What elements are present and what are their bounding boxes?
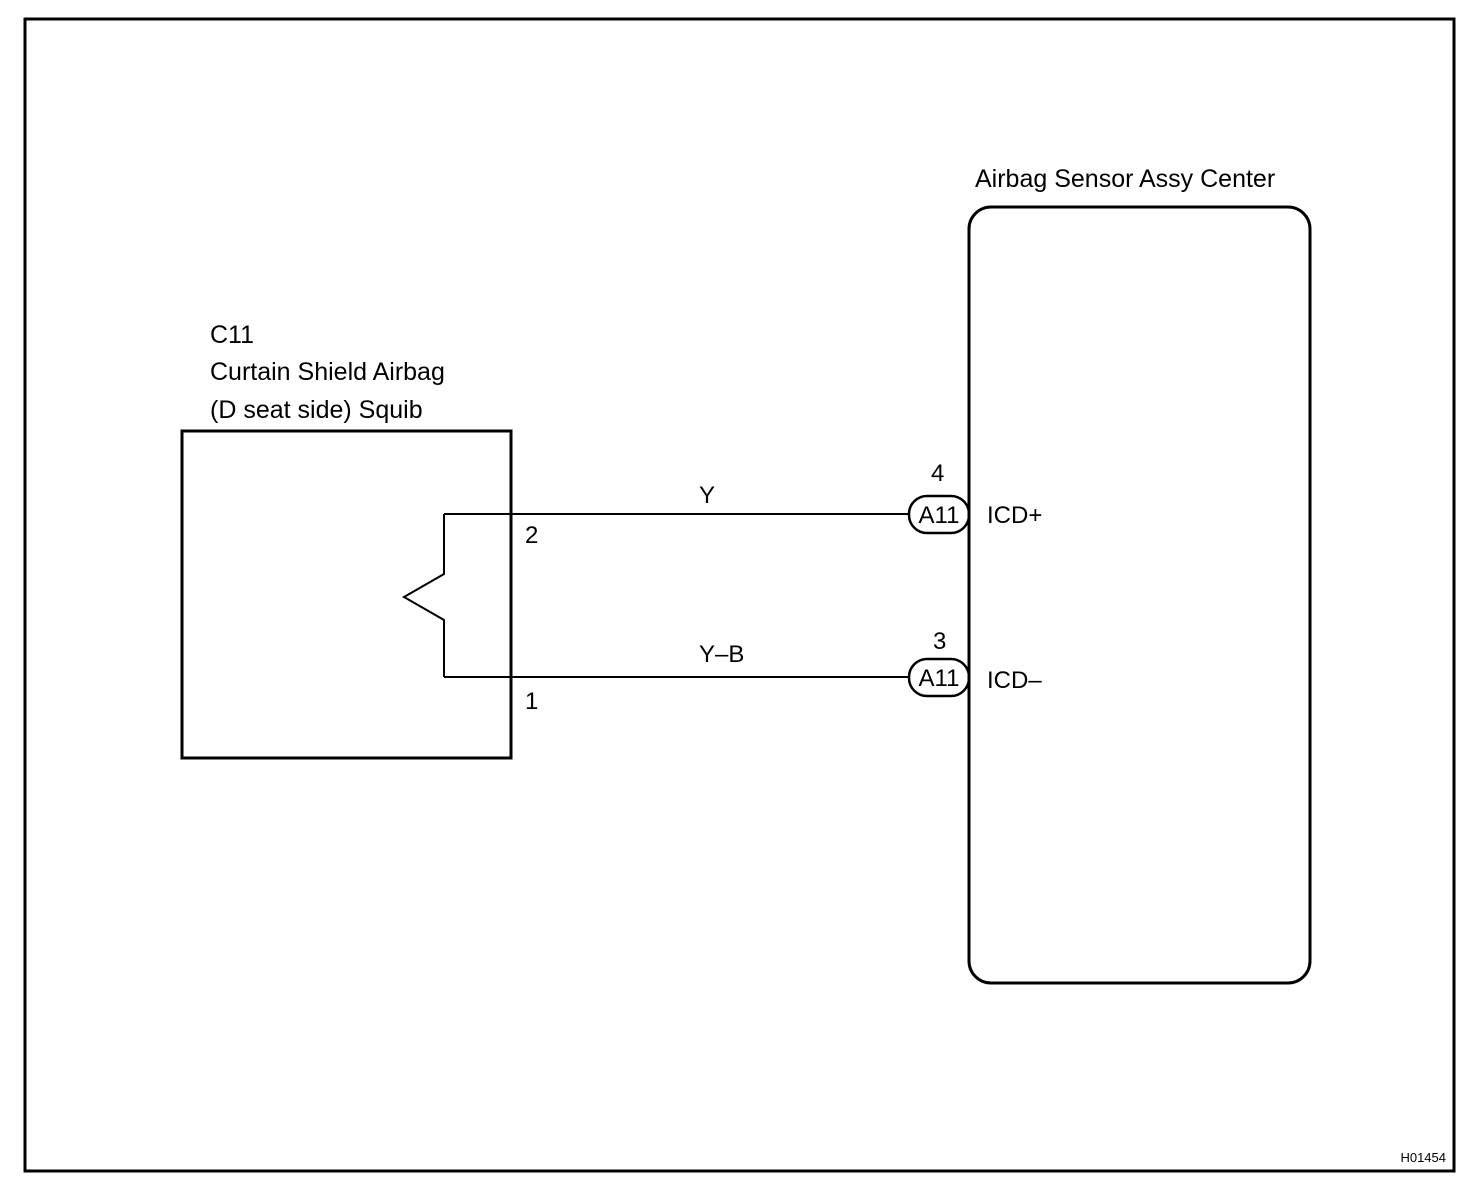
terminal-icd-plus: ICD+ <box>987 502 1042 529</box>
squib-name-line1: Curtain Shield Airbag <box>210 358 445 386</box>
squib-name-line2: (D seat side) Squib <box>210 396 423 424</box>
terminal-icd-minus: ICD– <box>987 667 1042 694</box>
squib-box <box>180 429 513 760</box>
connector-a11-upper-label: A11 <box>919 502 960 529</box>
squib-element-symbol <box>401 514 445 677</box>
squib-code-label: C11 <box>210 321 254 349</box>
sensor-assy-title: Airbag Sensor Assy Center <box>975 165 1275 193</box>
figure-id: H01454 <box>1400 1150 1446 1165</box>
connector-pin-number-3: 3 <box>933 628 946 655</box>
sensor-assy-box <box>967 205 1312 985</box>
squib-pin-plus: 2 <box>525 522 538 549</box>
squib-pin-minus: 1 <box>525 688 538 715</box>
wire-color-code-y: Y <box>699 482 715 509</box>
wire-color-code-y-b: Y–B <box>699 641 744 668</box>
connector-a11-lower-label: A11 <box>919 665 960 692</box>
connector-pin-number-4: 4 <box>931 460 944 487</box>
diagram-frame <box>23 17 1456 1173</box>
